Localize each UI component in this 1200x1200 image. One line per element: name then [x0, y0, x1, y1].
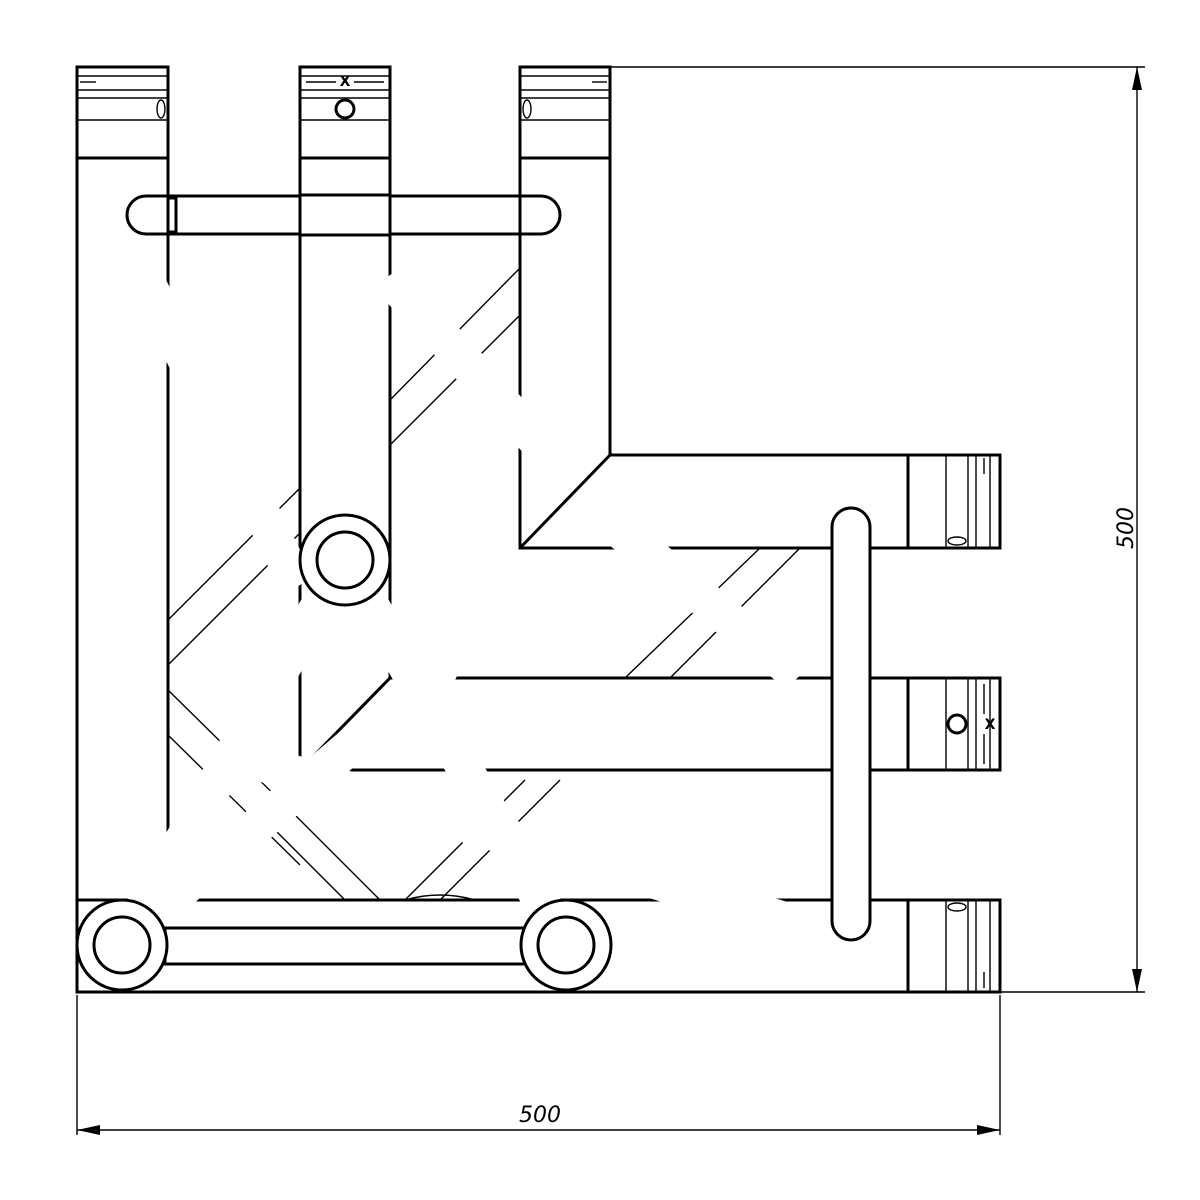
svg-text:X: X: [985, 717, 996, 733]
connector-top-left: [75, 65, 170, 160]
connector-top-right: [518, 65, 612, 160]
right-connectors: X: [906, 453, 1002, 994]
braces: [104, 158, 872, 963]
nodes: [75, 513, 613, 992]
connector-right-middle: X: [906, 676, 1002, 772]
connector-top-middle: X: [298, 65, 392, 160]
height-dimension-label: 500: [1114, 507, 1139, 549]
connector-right-bottom: [906, 898, 1002, 994]
right-vertical-brace: [830, 506, 872, 942]
svg-text:X: X: [340, 74, 351, 90]
bottom-inner-tube: [163, 926, 527, 966]
dimension-lines: 500 500: [76, 66, 1145, 1135]
width-dimension-label: 500: [519, 1103, 561, 1128]
connector-right-top: [906, 453, 1002, 550]
top-connectors: X: [75, 65, 612, 160]
